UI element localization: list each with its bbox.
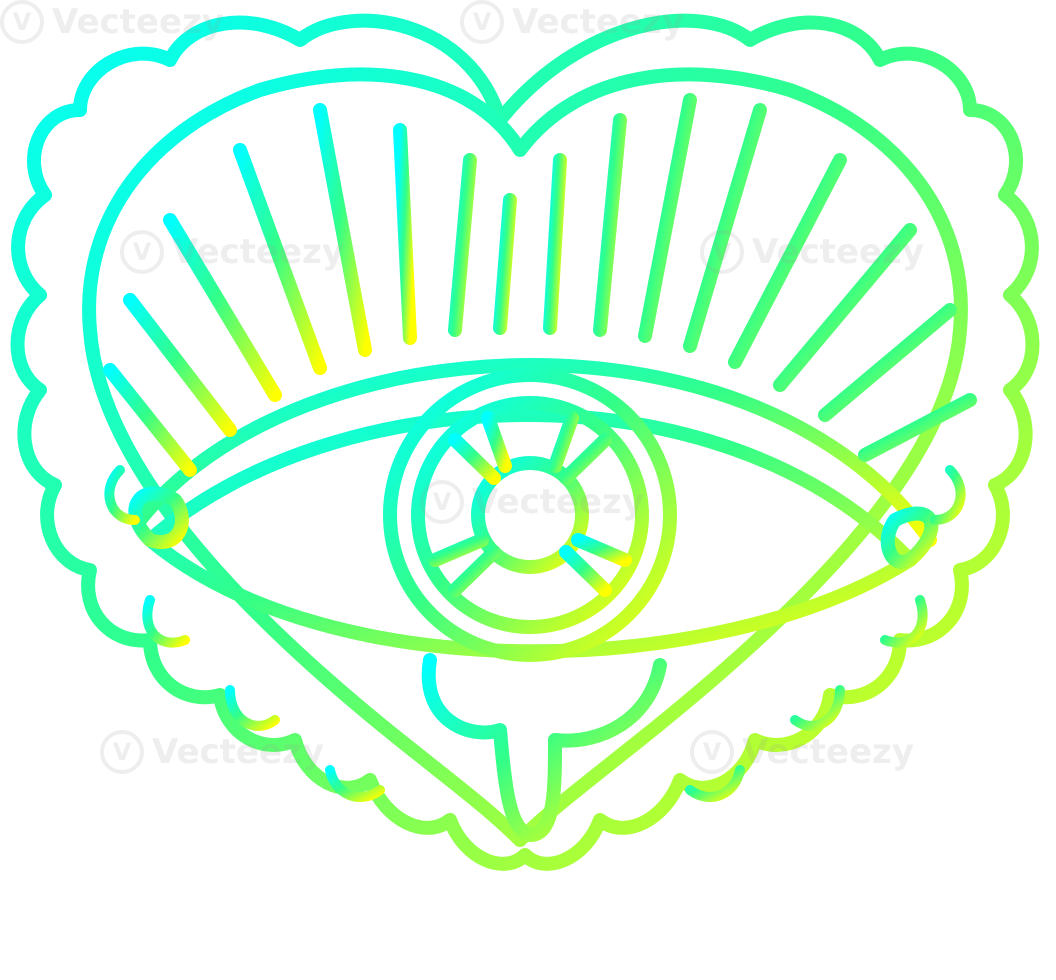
inner-scallops — [104, 465, 966, 803]
heart-scallop-border — [10, 13, 1040, 871]
iris-outer — [383, 368, 677, 662]
eyelid-upper — [133, 358, 937, 547]
lash-rays — [103, 93, 977, 477]
eye-corner-right — [880, 506, 939, 569]
tear-drip — [421, 653, 667, 842]
heart-inner-outline — [82, 67, 968, 847]
iris-rays — [415, 403, 645, 629]
